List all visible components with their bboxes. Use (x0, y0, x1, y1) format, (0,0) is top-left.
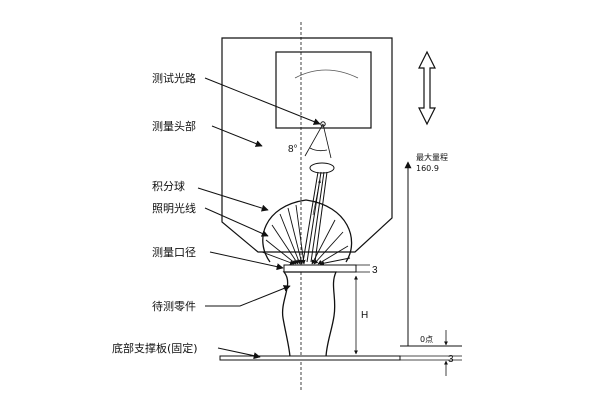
leader-integrating-sphere (197, 187, 269, 212)
display-dial-arc (294, 69, 359, 79)
angle-arc (309, 147, 328, 152)
label-measuring-aperture: 测量口径 (152, 246, 196, 259)
leader-base-plate (217, 347, 261, 360)
optical-ray-4 (314, 171, 328, 263)
leader-illumination (204, 207, 269, 237)
height-label: H (361, 310, 368, 321)
base-support-plate (219, 355, 401, 361)
optical-ray-arrow (312, 179, 321, 216)
label-optical-path: 测试光路 (152, 71, 196, 85)
optical-ray-3 (310, 171, 325, 263)
sensor-point (320, 121, 326, 127)
label-part-under-test: 待测零件 (152, 299, 196, 313)
angle-line-a (304, 123, 324, 157)
angle-label: 8° (288, 144, 298, 155)
part-under-test (281, 271, 338, 359)
measuring-head-housing (221, 37, 393, 253)
leader-part (205, 285, 291, 307)
display-window (275, 51, 372, 129)
lens-element (309, 162, 335, 174)
measuring-aperture-plate (283, 264, 357, 273)
optical-ray-1 (302, 171, 319, 263)
label-integrating-sphere: 积分球 (152, 179, 185, 193)
leader-optical-path (204, 77, 321, 125)
angle-line-b (322, 123, 332, 159)
integrating-sphere (262, 199, 353, 263)
max-range-title: 最大量程 (416, 152, 448, 162)
gap-top-label: 3 (372, 265, 378, 276)
leader-measuring-head (211, 125, 263, 147)
max-range-value: 160.9 (416, 164, 439, 173)
label-measuring-head: 测量头部 (152, 119, 196, 133)
label-illumination-light: 照明光线 (152, 201, 196, 215)
up-down-arrow-icon (418, 50, 436, 126)
illumination-rays (261, 204, 351, 266)
label-base-plate: 底部支撑板(固定) (112, 341, 198, 355)
zero-point-label: 0点 (420, 335, 433, 344)
leader-aperture (209, 251, 284, 271)
base-thickness-label: 3 (448, 354, 454, 365)
